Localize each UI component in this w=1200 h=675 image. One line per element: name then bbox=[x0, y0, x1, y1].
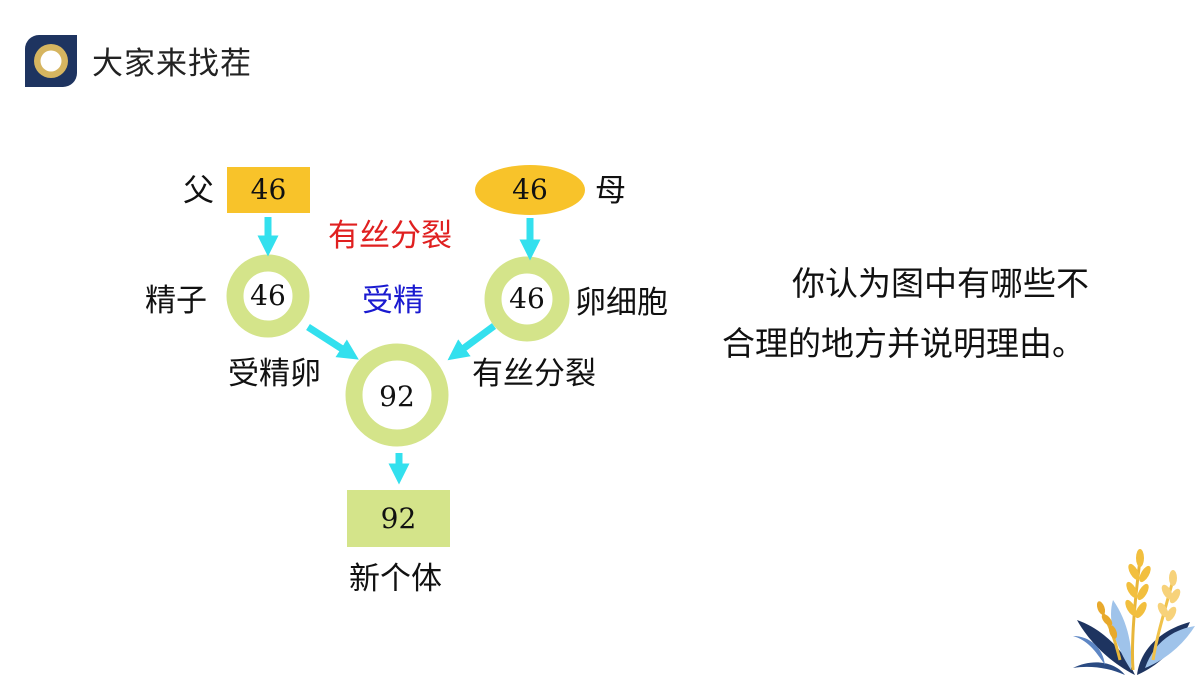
father-label: 父 bbox=[183, 173, 214, 209]
egg-label: 卵细胞 bbox=[575, 285, 668, 321]
new-individual-box bbox=[347, 490, 450, 547]
new-individual-label: 新个体 bbox=[349, 561, 442, 597]
sperm-label: 精子 bbox=[145, 283, 207, 319]
father-value: 46 bbox=[250, 173, 287, 206]
question-text: 你认为图中有哪些不 合理的地方并说明理由。 bbox=[722, 254, 1122, 374]
zygote-label: 受精卵 bbox=[228, 356, 321, 392]
mother-value: 46 bbox=[512, 173, 548, 206]
zygote-value: 92 bbox=[379, 380, 415, 413]
arrow-sperm-to-zygote bbox=[306, 324, 359, 360]
page-title: 大家来找茬 bbox=[92, 46, 252, 82]
plant-decoration-icon bbox=[1073, 549, 1195, 675]
logo-icon bbox=[25, 35, 77, 87]
arrow-egg-to-zygote bbox=[447, 323, 497, 361]
egg-value: 46 bbox=[509, 282, 545, 315]
egg-cell bbox=[484, 256, 570, 342]
new-individual-value: 92 bbox=[380, 502, 417, 535]
mother-ellipse bbox=[475, 165, 585, 215]
question-line-2: 合理的地方并说明理由。 bbox=[722, 324, 1085, 363]
mitosis-annotation-right: 有丝分裂 bbox=[472, 356, 596, 392]
sperm-value: 46 bbox=[250, 279, 286, 312]
mitosis-annotation-top: 有丝分裂 bbox=[328, 218, 452, 254]
fertilization-annotation: 受精 bbox=[362, 283, 424, 319]
sperm-cell bbox=[226, 254, 310, 338]
zygote-cell bbox=[345, 343, 449, 447]
father-box bbox=[227, 167, 310, 213]
question-line-1: 你认为图中有哪些不 bbox=[792, 264, 1089, 303]
mother-label: 母 bbox=[595, 173, 626, 209]
